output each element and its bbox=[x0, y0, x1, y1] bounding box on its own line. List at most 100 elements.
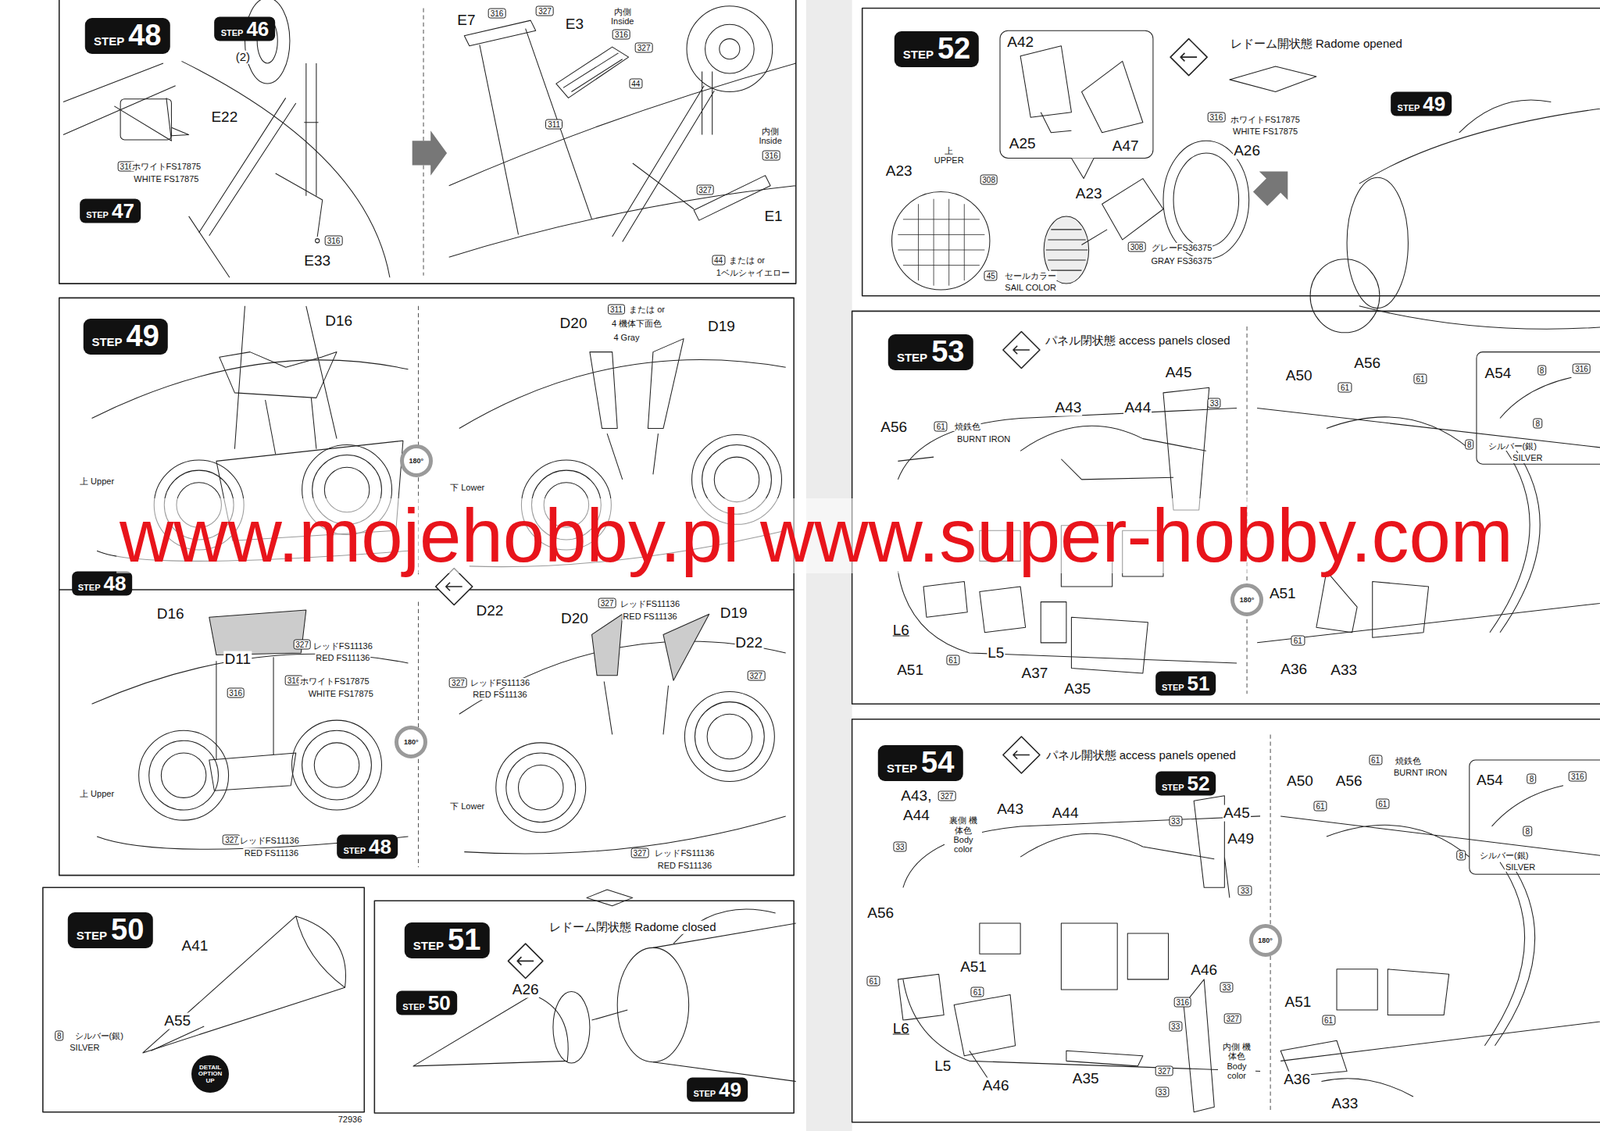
part-number: A44 bbox=[1051, 805, 1080, 822]
line-art bbox=[705, 24, 755, 74]
line-art bbox=[181, 60, 390, 278]
part-number: A51 bbox=[1283, 993, 1312, 1011]
line-art bbox=[1170, 39, 1208, 76]
note-text: RED FS11136 bbox=[657, 860, 713, 871]
line-art bbox=[1280, 816, 1600, 1061]
step-badge: STEP50 bbox=[67, 912, 153, 949]
note-text: レッドFS11136 bbox=[239, 835, 300, 846]
note-text: レッドFS11136 bbox=[619, 599, 681, 609]
part-number: A45 bbox=[1164, 364, 1193, 381]
note-text: レッドFS11136 bbox=[312, 641, 374, 651]
line-art bbox=[1484, 862, 1535, 1047]
badge-text: STEP bbox=[91, 335, 122, 349]
line-art bbox=[612, 71, 715, 242]
paint-code: 327 bbox=[535, 6, 554, 17]
note-text: シルバー(銀) bbox=[1478, 850, 1529, 860]
note-text: WHITE FS17875 bbox=[132, 174, 200, 184]
badge-text: STEP bbox=[413, 939, 444, 953]
note-text: ホワイトFS17875 bbox=[1229, 114, 1301, 125]
paint-code: 327 bbox=[1223, 1013, 1242, 1024]
rotate-icon: 180° bbox=[1230, 583, 1264, 617]
part-number: A35 bbox=[1063, 680, 1092, 697]
line-art bbox=[496, 742, 586, 833]
note-text: RED FS11136 bbox=[621, 611, 678, 622]
paint-code: 327 bbox=[449, 677, 468, 688]
part-number: E33 bbox=[303, 253, 332, 270]
part-number: A43 bbox=[996, 800, 1025, 818]
note-text: 焼鉄色 bbox=[1394, 756, 1422, 766]
badge-text: STEP bbox=[1397, 103, 1421, 113]
part-number: A56 bbox=[879, 419, 908, 436]
badge-text: STEP bbox=[1161, 682, 1185, 693]
note-text: パネル開状態 access panels opened bbox=[1045, 748, 1237, 762]
step-badge: STEP54 bbox=[878, 745, 963, 782]
note-text: WHITE FS17875 bbox=[1232, 126, 1299, 136]
line-art bbox=[1469, 760, 1600, 875]
badge-text: STEP bbox=[886, 761, 918, 775]
line-art bbox=[714, 457, 759, 502]
step-number: 46 bbox=[246, 17, 269, 39]
part-number: A26 bbox=[1232, 142, 1261, 160]
part-number: A51 bbox=[959, 959, 988, 976]
step-badge: STEP51 bbox=[404, 922, 490, 959]
line-art bbox=[506, 753, 576, 823]
paint-code: 311 bbox=[545, 119, 563, 130]
part-number: L6 bbox=[892, 622, 911, 640]
badge-text: 180° bbox=[1257, 936, 1273, 945]
note-text: シルバー(銀) bbox=[1487, 441, 1538, 451]
note-text: 内側 機体色 Body color bbox=[1217, 1042, 1256, 1080]
part-number: A46 bbox=[982, 1077, 1011, 1094]
part-number: A55 bbox=[163, 1013, 192, 1030]
part-number: A41 bbox=[181, 937, 210, 954]
line-art bbox=[374, 900, 794, 1114]
paint-code: 8 bbox=[1464, 439, 1475, 450]
badge-text: STEP bbox=[78, 582, 101, 593]
part-number: D20 bbox=[560, 610, 590, 627]
part-number: A36 bbox=[1279, 660, 1308, 678]
part-number: A46 bbox=[1189, 962, 1218, 979]
step-number: 50 bbox=[428, 992, 451, 1013]
badge-text: STEP bbox=[342, 846, 366, 856]
line-art bbox=[897, 199, 985, 286]
paint-code: 44 bbox=[628, 78, 643, 90]
line-art bbox=[1280, 1040, 1414, 1097]
line-art bbox=[1127, 933, 1168, 980]
paint-code: 61 bbox=[946, 655, 960, 666]
note-text: 上 UPPER bbox=[930, 145, 968, 165]
line-art bbox=[719, 39, 740, 60]
part-number: L5 bbox=[933, 1057, 952, 1075]
line-art bbox=[1359, 100, 1600, 329]
badge-text: STEP bbox=[903, 47, 934, 61]
step-badge: STEP50 bbox=[396, 990, 458, 1015]
badge-text: STEP bbox=[221, 27, 244, 37]
paint-code: 327 bbox=[598, 597, 617, 608]
line-art bbox=[1336, 969, 1450, 1016]
note-text: 裏側 機体色 Body color bbox=[944, 815, 983, 854]
part-number: A50 bbox=[1285, 367, 1314, 384]
paint-code: 311 bbox=[607, 303, 625, 315]
step-number: 49 bbox=[126, 321, 160, 351]
paint-code: 316 bbox=[325, 235, 343, 247]
line-art bbox=[219, 352, 337, 399]
note-text: BURNT IRON bbox=[1392, 767, 1448, 778]
line-art bbox=[446, 582, 463, 591]
line-art bbox=[1000, 30, 1154, 158]
line-art bbox=[852, 719, 1600, 1123]
paint-code: 8 bbox=[1457, 850, 1467, 861]
paint-code: 316 bbox=[762, 150, 781, 161]
line-art bbox=[1060, 923, 1118, 990]
part-number: A51 bbox=[896, 662, 925, 679]
paint-code: 33 bbox=[1168, 816, 1183, 827]
line-art bbox=[63, 63, 176, 141]
step-badge: STEP46 bbox=[214, 16, 276, 41]
paint-code: 61 bbox=[971, 986, 985, 997]
line-art bbox=[586, 889, 633, 907]
line-art bbox=[275, 173, 323, 237]
part-number: D22 bbox=[475, 603, 505, 620]
step-number: 48 bbox=[128, 20, 161, 50]
line-art bbox=[1020, 46, 1143, 133]
line-art bbox=[1013, 750, 1030, 759]
line-art bbox=[435, 568, 473, 606]
part-number: A37 bbox=[1021, 665, 1050, 683]
part-number: D19 bbox=[707, 318, 736, 336]
